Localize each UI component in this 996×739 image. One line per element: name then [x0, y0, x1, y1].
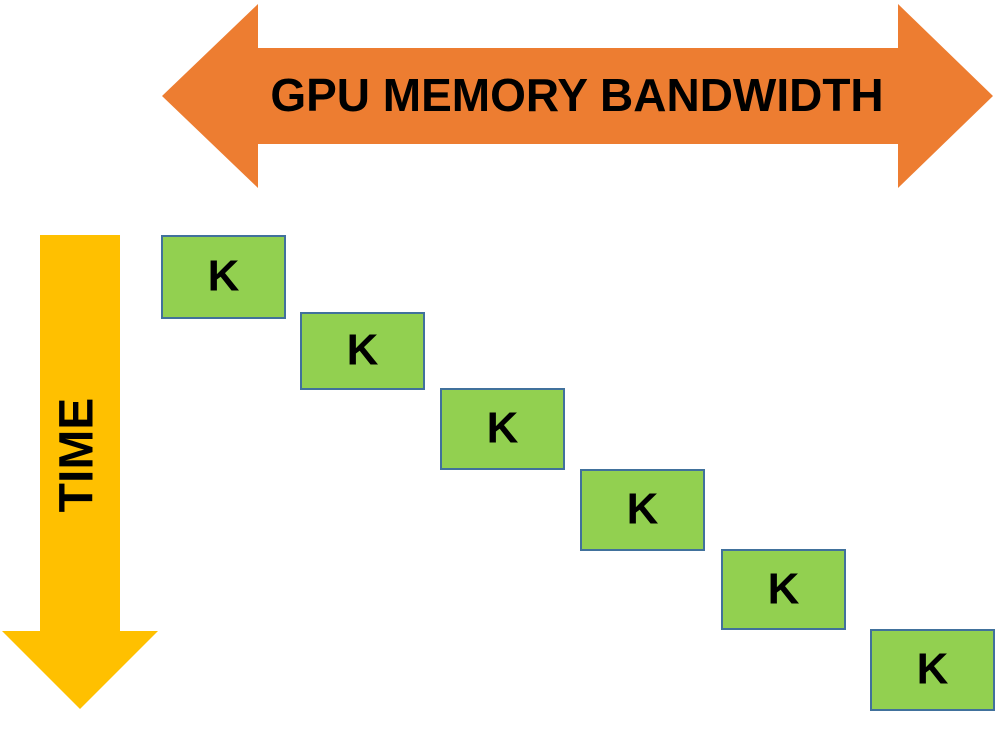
bandwidth-arrow: GPU MEMORY BANDWIDTH	[162, 4, 993, 188]
kernel-box: K	[440, 388, 565, 470]
kernel-box-label: K	[487, 404, 519, 453]
time-arrow-shape	[2, 235, 158, 709]
time-arrow: TIME	[2, 235, 158, 709]
kernel-box-label: K	[627, 485, 659, 534]
kernel-box-label: K	[768, 565, 800, 614]
kernel-box-label: K	[917, 645, 949, 694]
kernel-box-rect	[300, 312, 425, 390]
kernel-box: K	[161, 235, 286, 319]
time-arrow-label: TIME	[51, 398, 104, 513]
bandwidth-arrow-label: GPU MEMORY BANDWIDTH	[270, 69, 883, 121]
kernel-box-rect	[440, 388, 565, 470]
kernel-box: K	[580, 469, 705, 551]
kernel-box-rect	[580, 469, 705, 551]
kernel-box-rect	[870, 629, 995, 711]
kernel-box-rect	[161, 235, 286, 319]
kernel-box: K	[300, 312, 425, 390]
kernel-box: K	[870, 629, 995, 711]
kernel-box-label: K	[208, 252, 240, 301]
bandwidth-arrow-shape	[162, 4, 993, 188]
kernel-box: K	[721, 549, 846, 630]
kernel-box-rect	[721, 549, 846, 630]
kernel-box-label: K	[347, 326, 379, 375]
